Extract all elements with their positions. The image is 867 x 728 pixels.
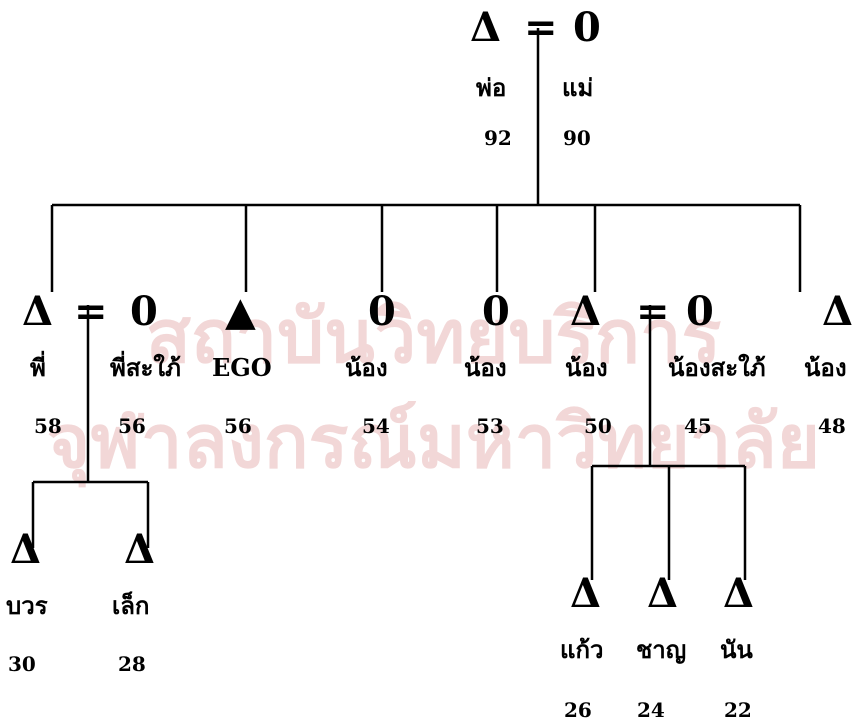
younger-brother-2-male-symbol: Δ: [822, 288, 854, 335]
child-nan-male-symbol: Δ: [723, 570, 755, 617]
ego-name: EGO: [212, 353, 272, 382]
parents-marriage-sign: =: [524, 4, 558, 51]
elder-marriage-sign: =: [74, 288, 108, 335]
younger-sister-2-age: 53: [476, 414, 504, 438]
ego-age: 56: [224, 414, 252, 438]
watermark-line-1: สถาบันวิทยบริการ: [145, 294, 722, 380]
mother-age: 90: [563, 126, 591, 150]
younger-brother-2-name: น้อง: [804, 353, 847, 382]
child-kaew-male-symbol: Δ: [570, 570, 602, 617]
younger-sister-1-female-symbol: 0: [368, 288, 396, 335]
child-chan-name: ชาญ: [636, 635, 687, 664]
sister-in-law-name: พี่สะใภ้: [110, 353, 181, 382]
ego-symbol: ▲: [225, 288, 256, 335]
elder-brother-age: 58: [34, 414, 62, 438]
younger-brother-2-age: 48: [818, 414, 846, 438]
younger-sister-1-name: น้อง: [345, 353, 388, 382]
younger-marriage-sign: =: [636, 288, 670, 335]
child-lek-name: เล็ก: [112, 591, 150, 620]
younger-sister-2-female-symbol: 0: [482, 288, 510, 335]
child-kaew-name: แก้ว: [560, 635, 604, 664]
younger-brother-1-male-symbol: Δ: [570, 288, 602, 335]
younger-brother-1-age: 50: [584, 414, 612, 438]
younger-sister-in-law-age: 45: [684, 414, 712, 438]
younger-sister-2-name: น้อง: [464, 353, 507, 382]
younger-sister-1-age: 54: [362, 414, 390, 438]
mother-name: แม่: [562, 73, 594, 102]
father-age: 92: [484, 126, 512, 150]
child-bowon-name: บวร: [6, 591, 48, 620]
child-nan-age: 22: [724, 698, 752, 722]
child-lek-male-symbol: Δ: [124, 526, 156, 573]
elder-brother-male-symbol: Δ: [22, 288, 54, 335]
child-nan-name: นัน: [720, 635, 753, 664]
sister-in-law-age: 56: [118, 414, 146, 438]
child-lek-age: 28: [118, 652, 146, 676]
father-name: พ่อ: [476, 73, 507, 102]
child-chan-age: 24: [637, 698, 665, 722]
mother-female-symbol: 0: [573, 4, 601, 51]
younger-brother-1-name: น้อง: [565, 353, 608, 382]
younger-sister-in-law-female-symbol: 0: [686, 288, 714, 335]
younger-sister-in-law-name: น้องสะใภ้: [668, 353, 766, 382]
father-male-symbol: Δ: [470, 4, 502, 51]
child-bowon-male-symbol: Δ: [10, 526, 42, 573]
child-chan-male-symbol: Δ: [647, 570, 679, 617]
child-kaew-age: 26: [564, 698, 592, 722]
sister-in-law-female-symbol: 0: [130, 288, 158, 335]
elder-brother-name: พี่: [30, 353, 46, 382]
child-bowon-age: 30: [8, 652, 36, 676]
